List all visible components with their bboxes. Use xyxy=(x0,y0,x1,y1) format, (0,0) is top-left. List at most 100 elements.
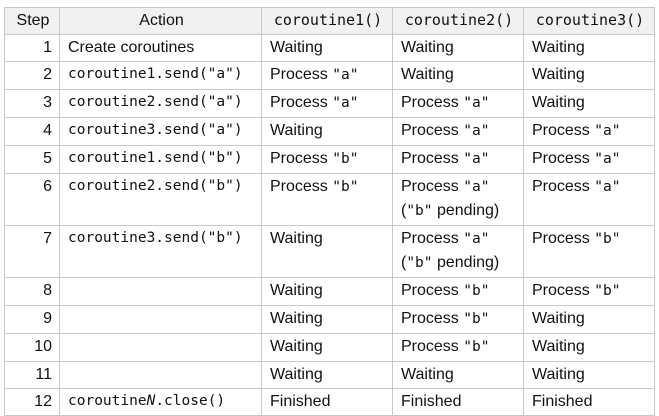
step-number: 8 xyxy=(4,277,60,306)
coroutine3-state: Waiting xyxy=(523,61,655,90)
coroutine2-state: Process "a" xyxy=(392,89,524,118)
coroutine2-state: Waiting xyxy=(392,34,524,62)
step-number: 10 xyxy=(4,333,60,362)
state-arg: "a" xyxy=(463,231,490,247)
state-text: Process xyxy=(270,94,333,111)
state-text: Process xyxy=(401,178,464,195)
action-code: coroutine2.send("b") xyxy=(68,178,243,194)
state-arg: "a" xyxy=(463,95,490,111)
step-number: 1 xyxy=(4,34,60,62)
state-text: Waiting xyxy=(401,39,454,56)
step-number: 12 xyxy=(4,388,60,416)
state-text: Process xyxy=(401,338,464,355)
state-arg: "b" xyxy=(594,231,621,247)
action-cell xyxy=(59,277,262,306)
state-text: Process xyxy=(532,230,595,247)
header-action: Action xyxy=(59,7,262,35)
state-text: Finished xyxy=(401,393,462,410)
state-text: Process xyxy=(532,282,595,299)
coroutine2-state: Process "b" xyxy=(392,333,524,362)
state-arg: "a" xyxy=(594,151,621,167)
state-arg: "b" xyxy=(463,283,490,299)
state-arg: "b" xyxy=(463,311,490,327)
coroutine1-state: Waiting xyxy=(261,277,393,306)
action-cell: coroutine3.send("b") xyxy=(59,225,262,278)
state-text: Waiting xyxy=(401,366,454,383)
pending-open: ( xyxy=(401,254,407,271)
state-arg: "a" xyxy=(463,151,490,167)
coroutine3-state: Waiting xyxy=(523,333,655,362)
coroutine3-state: Finished xyxy=(523,388,655,416)
coroutine3-state: Process "b" xyxy=(523,225,655,278)
coroutine3-state: Process "a" xyxy=(523,173,655,226)
coroutine3-state: Waiting xyxy=(523,34,655,62)
coroutine2-state: Process "b" xyxy=(392,277,524,306)
coroutine1-state: Waiting xyxy=(261,34,393,62)
step-number: 7 xyxy=(4,225,60,278)
action-cell: coroutine3.send("a") xyxy=(59,117,262,146)
coroutine2-state: Waiting xyxy=(392,61,524,90)
coroutine2-state: Process "a" ("b" pending) xyxy=(392,173,524,226)
pending-text: pending) xyxy=(432,254,500,271)
state-text: Finished xyxy=(532,393,593,410)
table-row: 4 coroutine3.send("a") Waiting Process "… xyxy=(4,117,655,146)
step-number: 3 xyxy=(4,89,60,118)
state-text: Waiting xyxy=(532,66,585,83)
table-row: 8 Waiting Process "b" Process "b" xyxy=(4,277,655,306)
state-arg: "b" xyxy=(594,283,621,299)
header-coroutine2: coroutine2() xyxy=(392,7,524,35)
action-cell xyxy=(59,305,262,334)
action-cell: coroutineN.close() xyxy=(59,388,262,416)
table-row: 11 Waiting Waiting Waiting xyxy=(4,361,655,389)
state-text: Waiting xyxy=(270,366,323,383)
state-text: Process xyxy=(401,122,464,139)
action-cell: coroutine1.send("b") xyxy=(59,145,262,174)
state-text: Waiting xyxy=(401,66,454,83)
state-text: Waiting xyxy=(532,338,585,355)
state-arg: "a" xyxy=(463,179,490,195)
table-row: 7 coroutine3.send("b") Waiting Process "… xyxy=(4,225,655,278)
action-cell xyxy=(59,361,262,389)
coroutine1-state: Process "a" xyxy=(261,61,393,90)
state-text: Process xyxy=(401,150,464,167)
pending-arg: "b" xyxy=(406,203,433,219)
action-code-variable: N xyxy=(146,393,156,409)
step-number: 6 xyxy=(4,173,60,226)
coroutine1-state: Process "b" xyxy=(261,145,393,174)
coroutine-state-table: Step Action coroutine1() coroutine2() co… xyxy=(4,7,655,416)
state-arg: "b" xyxy=(463,339,490,355)
header-coroutine3: coroutine3() xyxy=(523,7,655,35)
state-text: Process xyxy=(401,94,464,111)
action-cell: coroutine1.send("a") xyxy=(59,61,262,90)
table-row: 12 coroutineN.close() Finished Finished … xyxy=(4,388,655,416)
coroutine3-state: Waiting xyxy=(523,89,655,118)
coroutine1-state: Waiting xyxy=(261,305,393,334)
header-step: Step xyxy=(4,7,60,35)
step-number: 4 xyxy=(4,117,60,146)
action-code: coroutine3.send("b") xyxy=(68,230,243,246)
state-text: Waiting xyxy=(532,310,585,327)
pending-arg: "b" xyxy=(406,255,433,271)
state-text: Process xyxy=(401,282,464,299)
coroutine3-state: Process "a" xyxy=(523,117,655,146)
state-text: Waiting xyxy=(532,366,585,383)
state-text: Waiting xyxy=(270,282,323,299)
state-arg: "a" xyxy=(332,95,359,111)
action-code: coroutine2.send("a") xyxy=(68,94,243,110)
state-arg: "a" xyxy=(594,179,621,195)
table-row: 3 coroutine2.send("a") Process "a" Proce… xyxy=(4,89,655,118)
action-code-suffix: .close() xyxy=(155,393,226,409)
coroutine2-state: Process "a" xyxy=(392,145,524,174)
state-arg: "b" xyxy=(332,151,359,167)
state-line: Process "a" xyxy=(401,227,517,251)
coroutine2-state: Finished xyxy=(392,388,524,416)
state-text: Process xyxy=(270,66,333,83)
state-text: Waiting xyxy=(532,39,585,56)
coroutine3-state: Process "b" xyxy=(523,277,655,306)
coroutine3-state: Waiting xyxy=(523,305,655,334)
header-coroutine1: coroutine1() xyxy=(261,7,393,35)
state-text: Waiting xyxy=(532,94,585,111)
state-text: Waiting xyxy=(270,230,323,247)
action-code: coroutine1.send("a") xyxy=(68,66,243,82)
coroutine1-state: Waiting xyxy=(261,225,393,278)
